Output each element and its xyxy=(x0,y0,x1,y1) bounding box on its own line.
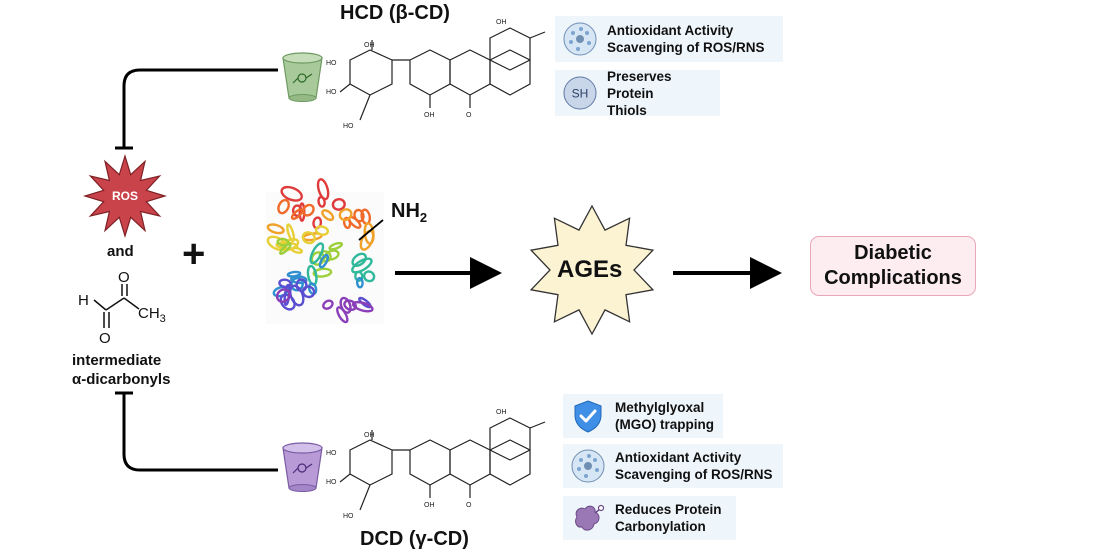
plus-sign: + xyxy=(182,232,206,276)
ros-starburst xyxy=(82,153,168,239)
protein-helix-segment xyxy=(339,296,352,314)
ages-label: AGEs xyxy=(557,256,623,283)
protein-helix-segment xyxy=(266,223,285,235)
dcd-card-mgo: Methylglyoxal (MGO) trapping xyxy=(563,394,723,438)
hcd-inhibition-connector xyxy=(115,68,278,150)
methylglyoxal-structure xyxy=(93,284,140,328)
methylglyoxal-ch3: CH xyxy=(138,305,160,322)
antioxidant-icon xyxy=(571,449,605,483)
protein-helix-segment xyxy=(328,241,344,251)
protein-helix-segment xyxy=(318,253,330,269)
hcd-structure-labels: OH OH HO HO OH O HO xyxy=(326,19,507,130)
dicarbonyls-label: α-dicarbonyls xyxy=(72,371,171,388)
beta-cyclodextrin-icon xyxy=(282,52,323,102)
nh2-label: NH2 xyxy=(391,200,427,225)
protein-helix-segment xyxy=(276,237,290,247)
protein-carbonyl-icon xyxy=(575,504,605,531)
hcd-title: HCD (β-CD) xyxy=(340,2,450,24)
dcd-card-carbonylation: Reduces Protein Carbonylation xyxy=(563,496,736,540)
protein-helix-segment xyxy=(354,270,364,282)
dcd-chemical-structure xyxy=(339,417,546,511)
protein-helix-segment xyxy=(279,242,292,256)
shield-check-icon xyxy=(574,400,602,433)
protein-helix-segment xyxy=(301,231,316,245)
protein-helix-segment xyxy=(290,208,304,220)
protein-helix-segment xyxy=(290,276,304,292)
protein-helix-segment xyxy=(290,275,308,285)
protein-helix-segment xyxy=(322,299,334,310)
protein-helix-segment xyxy=(286,223,296,242)
dcd-title: DCD (γ-CD) xyxy=(360,528,469,550)
methylglyoxal-o-top: O xyxy=(118,269,130,286)
protein-helix-segment xyxy=(355,276,364,289)
methylglyoxal-o-bottom: O xyxy=(99,330,111,347)
protein-helix-segment xyxy=(362,270,376,283)
protein-helix-segment xyxy=(351,257,373,274)
hcd-chemical-structure xyxy=(339,27,546,121)
dcd-inhibition-connector xyxy=(115,391,278,472)
svg-text:OH: OH xyxy=(424,502,435,509)
protein-helix-segment xyxy=(353,208,365,223)
diabetic-complications-box: Diabetic Complications xyxy=(810,236,976,296)
hcd-card-antioxidant: Antioxidant Activity Scavenging of ROS/R… xyxy=(555,16,783,62)
diabetic-complications-text: Diabetic Complications xyxy=(824,242,962,289)
svg-text:O: O xyxy=(466,502,472,509)
protein-helix-segment xyxy=(309,242,325,265)
svg-text:HO: HO xyxy=(343,513,354,520)
svg-text:CH3: CH3 xyxy=(138,305,166,325)
nh2-subscript: 2 xyxy=(419,210,428,225)
protein-helix-segment xyxy=(338,208,353,222)
protein-helix-segment xyxy=(279,293,296,311)
protein-helix-segment xyxy=(277,198,290,215)
hcd-card-antioxidant-text: Antioxidant Activity Scavenging of ROS/R… xyxy=(607,23,765,55)
hcd-card-thiols: SH Preserves Protein Thiols xyxy=(555,68,720,118)
protein-helix-segment xyxy=(324,249,340,261)
svg-text:OH: OH xyxy=(424,112,435,119)
svg-text:O: O xyxy=(466,112,472,119)
protein-helix-segment xyxy=(363,222,375,245)
dcd-card-antioxidant: Antioxidant Activity Scavenging of ROS/R… xyxy=(563,444,783,488)
ros-label: ROS xyxy=(112,189,139,203)
nh2-text: NH xyxy=(391,200,420,222)
protein-helix-segment xyxy=(351,300,374,313)
dcd-card-carbonylation-text: Reduces Protein Carbonylation xyxy=(615,502,722,534)
protein-helix-segment xyxy=(321,209,335,222)
ages-starburst xyxy=(529,204,655,336)
svg-text:OH: OH xyxy=(364,432,375,439)
svg-text:OH: OH xyxy=(496,19,507,26)
protein-helix-segment xyxy=(316,178,330,201)
gamma-cyclodextrin-icon xyxy=(282,442,323,492)
dcd-card-mgo-text: Methylglyoxal (MGO) trapping xyxy=(615,400,714,432)
svg-text:HO: HO xyxy=(326,450,337,457)
svg-text:OH: OH xyxy=(496,409,507,416)
hcd-card-thiols-text: Preserves Protein Thiols xyxy=(607,68,672,118)
sh-thiol-icon-text: SH xyxy=(572,87,589,101)
svg-text:OH: OH xyxy=(364,42,375,49)
sh-thiol-icon: SH xyxy=(563,76,597,110)
protein-helix-segment xyxy=(278,278,292,289)
protein-helix-segment xyxy=(290,246,304,254)
svg-text:HO: HO xyxy=(326,479,337,486)
protein-helix-segment xyxy=(351,252,368,267)
protein-helix-segment xyxy=(275,288,291,303)
protein-helix-segment xyxy=(301,285,316,299)
intermediate-label: intermediate xyxy=(72,352,162,369)
methylglyoxal-h: H xyxy=(78,292,89,309)
protein-helix-segment xyxy=(280,185,303,202)
dcd-structure-labels: OH OH HO HO OH O HO xyxy=(326,409,507,520)
protein-ribbon-structure xyxy=(266,178,384,324)
protein-helix-segment xyxy=(314,225,330,236)
protein-helix-segment xyxy=(312,267,333,278)
protein-helix-segment xyxy=(302,203,315,217)
and-label: and xyxy=(107,243,134,260)
svg-text:HO: HO xyxy=(326,60,337,67)
dcd-card-antioxidant-text: Antioxidant Activity Scavenging of ROS/R… xyxy=(615,450,773,482)
antioxidant-icon xyxy=(563,22,597,56)
svg-text:HO: HO xyxy=(326,89,337,96)
methylglyoxal-labels: O H O CH3 xyxy=(78,269,166,347)
svg-text:HO: HO xyxy=(343,123,354,130)
methylglyoxal-ch3-sub: 3 xyxy=(160,313,166,325)
protein-helix-segment xyxy=(331,197,346,211)
